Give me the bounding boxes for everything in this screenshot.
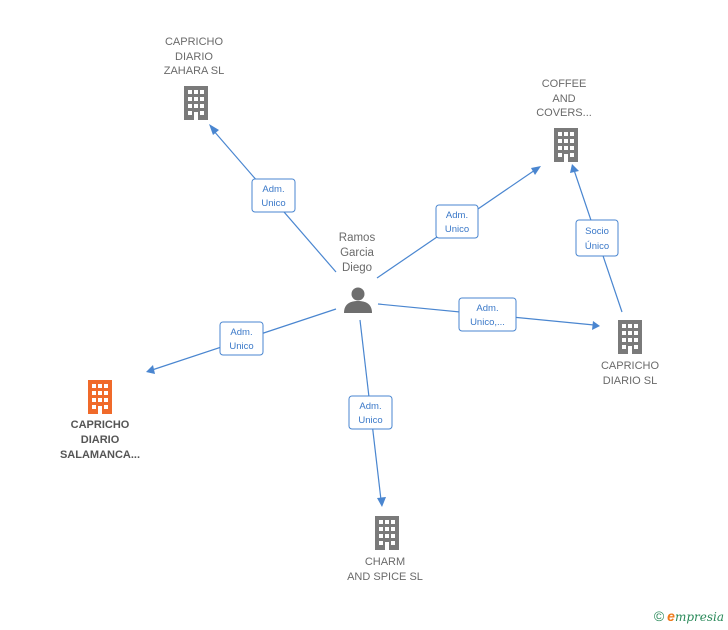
copyright-icon: © — [653, 608, 665, 624]
svg-text:Adm.: Adm. — [476, 303, 498, 314]
edge-label-to-coffee: Adm. Unico — [435, 204, 479, 239]
node-label-salamanca[interactable]: CAPRICHO DIARIO SALAMANCA... — [59, 419, 141, 461]
svg-text:Unico: Unico — [261, 198, 285, 209]
svg-text:Unico: Unico — [358, 415, 382, 426]
svg-text:Unico: Unico — [445, 224, 469, 235]
building-icon-capricho[interactable] — [618, 320, 642, 354]
svg-text:Adm.: Adm. — [359, 401, 381, 412]
node-label-capricho[interactable]: CAPRICHO DIARIO SL — [600, 360, 660, 387]
brand-logo: empresia — [667, 608, 724, 624]
edge-label-to-salamanca: Adm. Unico — [219, 321, 264, 356]
node-label-zahara[interactable]: CAPRICHO DIARIO ZAHARA SL — [163, 36, 225, 77]
edge-label-capricho-to-coffee: Socio Único — [575, 219, 619, 257]
svg-text:Unico: Unico — [229, 341, 253, 352]
node-label-person[interactable]: Ramos Garcia Diego — [338, 232, 376, 274]
node-label-coffee[interactable]: COFFEE AND COVERS... — [536, 78, 592, 119]
edge-label-to-zahara: Adm. Unico — [251, 178, 296, 213]
svg-text:Unico,...: Unico,... — [470, 317, 505, 328]
footer-brand[interactable]: © empresia — [654, 608, 724, 624]
building-icon-zahara[interactable] — [184, 86, 208, 120]
node-label-charm[interactable]: CHARM AND SPICE SL — [347, 556, 423, 583]
svg-text:Socio: Socio — [585, 226, 609, 237]
svg-text:Único: Único — [585, 241, 609, 252]
building-icon-salamanca[interactable] — [88, 380, 112, 414]
edge-label-to-charm: Adm. Unico — [348, 395, 393, 430]
building-icon-coffee[interactable] — [554, 128, 578, 162]
svg-text:Adm.: Adm. — [262, 184, 284, 195]
svg-text:Adm.: Adm. — [446, 210, 468, 221]
person-icon[interactable] — [344, 287, 372, 314]
edge-label-to-capricho: Adm. Unico,... — [458, 297, 517, 332]
building-icon-charm[interactable] — [375, 516, 399, 550]
svg-text:Adm.: Adm. — [230, 327, 252, 338]
